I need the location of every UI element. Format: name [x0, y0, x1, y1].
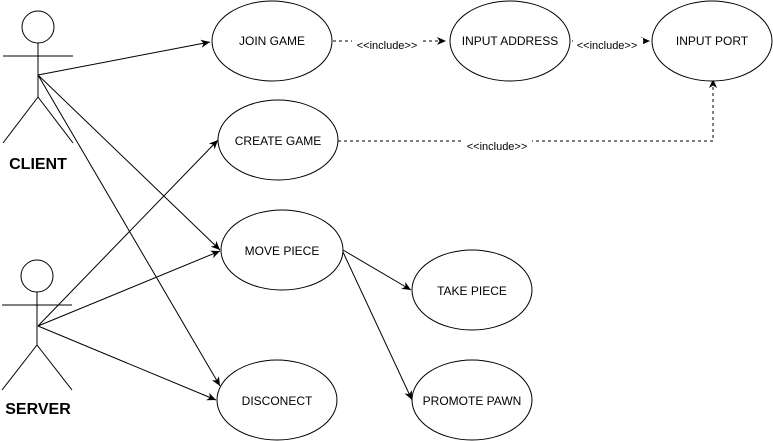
actor-label-client: CLIENT — [9, 156, 67, 173]
use-case-join-game: JOIN GAME — [211, 0, 333, 82]
include-create-input-port — [338, 79, 717, 142]
use-case-create-game: CREATE GAME — [217, 99, 339, 181]
actor-head — [20, 259, 54, 293]
actor-client — [2, 10, 74, 144]
assoc-move-piece-promote-pawn — [342, 251, 413, 401]
use-case-input-port: INPUT PORT — [651, 0, 773, 82]
actor-label-server: SERVER — [5, 401, 71, 418]
assoc-move-piece-take-piece — [342, 249, 412, 291]
use-case-label: INPUT ADDRESS — [462, 34, 558, 48]
use-case-label: JOIN GAME — [239, 34, 305, 48]
include-label: <<include>> — [577, 40, 638, 52]
use-case-label: TAKE PIECE — [437, 284, 507, 298]
include-label: <<include>> — [467, 141, 528, 153]
use-case-move-piece: MOVE PIECE — [220, 209, 344, 291]
use-case-label: DISCONECT — [242, 394, 313, 408]
assoc-client-join-game — [37, 39, 211, 76]
include-labels: <<include>> <<include>> <<include>> — [352, 38, 643, 153]
actor-head — [21, 10, 55, 44]
use-case-promote-pawn: PROMOTE PAWN — [411, 359, 533, 441]
use-case-input-address: INPUT ADDRESS — [449, 0, 571, 82]
include-label: <<include>> — [357, 40, 418, 52]
use-case-label: PROMOTE PAWN — [423, 394, 522, 408]
use-case-label: INPUT PORT — [676, 34, 749, 48]
associations — [37, 39, 413, 401]
use-case-disconect: DISCONECT — [216, 359, 338, 441]
assoc-client-disconect — [37, 74, 221, 387]
use-case-label: MOVE PIECE — [245, 244, 320, 258]
assoc-server-create-game — [37, 139, 219, 327]
use-case-take-piece: TAKE PIECE — [411, 249, 533, 331]
assoc-client-move-piece — [37, 74, 221, 251]
assoc-server-move-piece — [37, 250, 221, 327]
actor-server — [1, 259, 73, 391]
use-case-label: CREATE GAME — [235, 134, 321, 148]
assoc-server-disconect — [37, 325, 217, 401]
